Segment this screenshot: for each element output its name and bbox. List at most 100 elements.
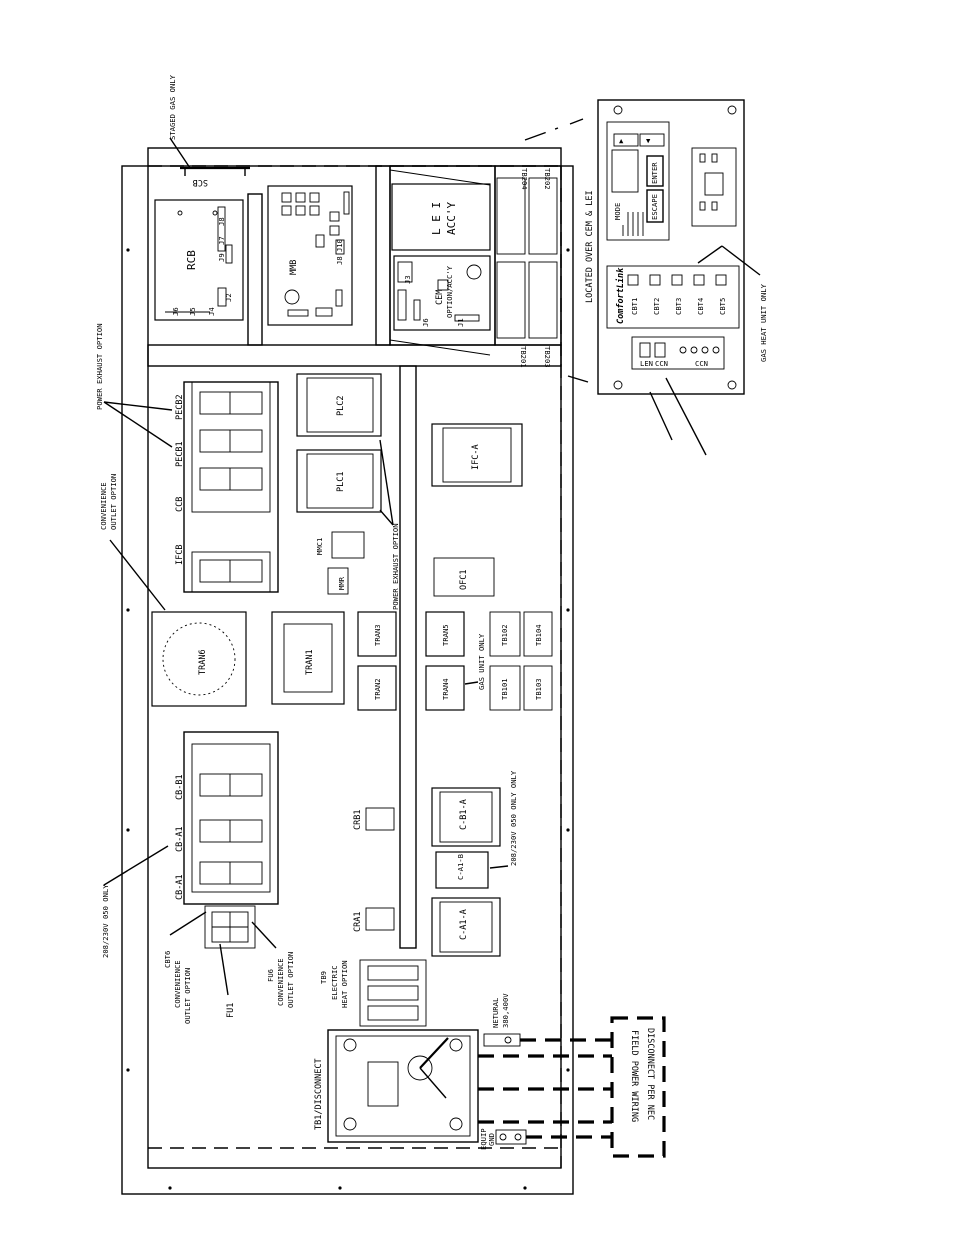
tb201-label: TB201	[519, 346, 528, 368]
j7-label: J7	[217, 236, 226, 245]
cbt6-label: CBT6	[163, 951, 172, 968]
j2-label: J2	[224, 293, 233, 302]
c-a1-b-label: C-A1-B	[456, 854, 465, 880]
tb1-disconnect-label: TB1/DISCONNECT	[314, 1058, 324, 1130]
breaker-block-upper: PECB2 PECB1 CCB IFCB POWER EXHAUST OPTIO…	[95, 323, 279, 611]
rcb-board: RCB J6 J5 J4 J2 J9 J7 J8	[154, 199, 244, 321]
enter-key[interactable]: ENTER	[650, 162, 659, 184]
c-b1-a-label: C-B1-A	[459, 799, 469, 830]
gas-heat-unit-only-label: GAS HEAT UNIT ONLY	[759, 283, 768, 362]
comfortlink-panel: ▲ ▼ ESCAPE ENTER MODE ComfortLink CBT1 C…	[597, 99, 768, 456]
breaker-block-lower: CB-B1 CB-A1 CB-A1 208/230V 050 ONLY	[101, 731, 279, 958]
mmc1-mmr: MMC1 MMR	[315, 531, 365, 595]
outlet-option-label-3: OUTLET OPTION	[286, 952, 295, 1008]
ccn-label: CCN	[655, 359, 668, 368]
plc2-label: PLC2	[336, 396, 346, 416]
tb1-disconnect[interactable]: TB1/DISCONNECT	[314, 1029, 479, 1143]
ifcb-label: IFCB	[175, 545, 185, 565]
gnd-label: GND	[487, 1133, 496, 1146]
tran2-label: TRAN2	[373, 678, 382, 700]
j3-cem-label: J3	[403, 275, 412, 284]
scb-area: SCB STAGED GAS ONLY	[168, 74, 250, 187]
j8-j10-label: J8 J10	[335, 239, 344, 265]
len-label: LEN	[640, 359, 653, 368]
cb-b1-label: CB-B1	[175, 774, 185, 800]
tb104-label: TB104	[534, 624, 543, 646]
ccn2-label: CCN	[695, 359, 708, 368]
compressor-contactors: C-B1-A C-A1-B C-A1-A 208/230V 050 ONLY O…	[431, 770, 518, 957]
j4-label: J4	[207, 307, 216, 316]
tb202-label: TB202	[543, 168, 552, 190]
plc-contactors: PLC2 PLC1 POWER EXHAUST OPTION	[296, 373, 400, 610]
cb-a1-top-label: CB-A1	[175, 826, 185, 852]
j6-cem-label: J6	[421, 318, 430, 327]
j1-cem-label: J1	[456, 318, 465, 327]
ofc1-label: OFC1	[459, 570, 469, 590]
tran3-label: TRAN3	[373, 624, 382, 646]
ccb-label: CCB	[175, 497, 185, 512]
equip-label: EQUIP	[479, 1128, 488, 1150]
crb1-label: CRB1	[353, 810, 363, 830]
convenience-label-1: CONVENIENCE	[99, 482, 108, 530]
tran4-label: TRAN4	[441, 678, 450, 700]
field-power-label: FIELD POWER WIRING	[629, 1030, 639, 1122]
svg-text:▲: ▲	[619, 136, 624, 145]
cbt1-label: CBT1	[630, 298, 639, 315]
cbt3-label: CBT3	[674, 298, 683, 315]
electric-label: ELECTRIC	[330, 965, 339, 1000]
svg-text:▼: ▼	[646, 136, 651, 145]
j8-label: J8	[217, 217, 226, 226]
transformers: TRAN6 TRAN1 TRAN3 TRAN2 TRAN5 TRAN4 GAS …	[151, 611, 486, 711]
tb102-label: TB102	[500, 624, 509, 646]
ofc1-contactor: OFC1	[433, 557, 495, 597]
tran5-label: TRAN5	[441, 624, 450, 646]
escape-key[interactable]: ESCAPE	[650, 194, 659, 220]
staged-gas-label: STAGED GAS ONLY	[168, 74, 177, 140]
cem-label: CEM	[435, 290, 445, 305]
fu6-label: FU6	[266, 969, 275, 982]
j5-label: J5	[188, 307, 197, 316]
cbt2-label: CBT2	[652, 298, 661, 315]
tb204-label: TB204	[520, 168, 529, 190]
control-relays: CRB1 CRA1	[353, 807, 395, 932]
fu1-label: FU1	[226, 1003, 236, 1018]
convenience-label-2: CONVENIENCE	[173, 960, 182, 1008]
ifc-a-label: IFC-A	[471, 444, 481, 470]
lei-cem: L E I ACC'Y CEM OPTION/ACC'Y J6 J1 J3	[389, 165, 496, 356]
v380-400-label: 380,400V	[501, 993, 510, 1028]
lei-label: L E I	[430, 202, 443, 235]
accy-label: ACC'Y	[445, 202, 458, 235]
tran6-label: TRAN6	[198, 649, 208, 675]
located-over-label: LOCATED OVER CEM & LEI	[585, 190, 595, 303]
c-a1-a-label: C-A1-A	[459, 909, 469, 940]
pecb1-label: PECB1	[175, 441, 185, 467]
outlet-option-label-1: OUTLET OPTION	[109, 474, 118, 530]
plc1-label: PLC1	[336, 472, 346, 492]
convenience-label-3: CONVENIENCE	[276, 958, 285, 1006]
mode-label: MODE	[613, 203, 622, 220]
option-accy-label: OPTION/ACC'Y	[445, 265, 454, 318]
comfortlink-logo: ComfortLink	[615, 267, 626, 324]
ifc-a-contactor: IFC-A	[431, 423, 523, 487]
tran1-label: TRAN1	[305, 649, 315, 675]
tb101-label: TB101	[500, 678, 509, 700]
mmb-board: MMB J8 J10	[267, 185, 353, 326]
j9-label: J9	[217, 253, 226, 262]
cbt4-label: CBT4	[696, 298, 705, 315]
outlet-option-label-2: OUTLET OPTION	[183, 968, 192, 1024]
fuse-block: CBT6 CONVENIENCE OUTLET OPTION FU1 FU6 C…	[163, 905, 295, 1024]
power-exhaust-option-small: POWER EXHAUST OPTION	[391, 523, 400, 610]
mmb-label: MMB	[289, 260, 299, 275]
scb-label: SCB	[193, 177, 208, 187]
tb9-label: TB9	[319, 971, 328, 984]
cb-a1-bottom-label: CB-A1	[175, 874, 185, 900]
gas-unit-only-label: GAS UNIT ONLY	[477, 633, 486, 690]
power-exhaust-option-label: POWER EXHAUST OPTION	[95, 323, 104, 410]
v208-050-only-right-label: 208/230V 050 ONLY ONLY	[509, 770, 518, 866]
disconnect-per-nec-label: DISCONNECT PER NEC	[645, 1028, 655, 1120]
j6-label: J6	[171, 307, 180, 316]
rcb-label: RCB	[185, 250, 198, 270]
heat-option-label: HEAT OPTION	[340, 960, 349, 1008]
